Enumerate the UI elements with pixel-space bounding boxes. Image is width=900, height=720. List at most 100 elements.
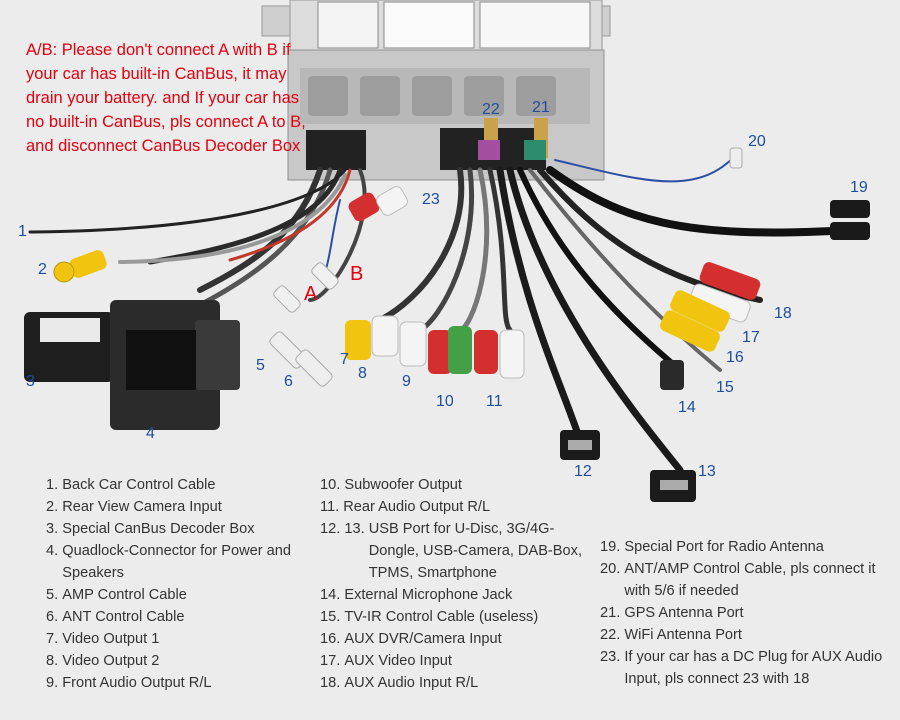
legend-number: 2. <box>46 499 63 515</box>
legend-item: 17. AUX Video Input <box>320 650 590 672</box>
legend-number: 5. <box>46 587 63 603</box>
legend-text: Subwoofer Output <box>344 477 462 493</box>
legend-item: 9. Front Audio Output R/L <box>46 672 306 694</box>
legend-text: Special Port for Radio Antenna <box>624 539 824 555</box>
legend-number: 4. <box>46 543 63 559</box>
legend-number: 10. <box>320 477 345 493</box>
legend-text: AUX Audio Input R/L <box>344 675 479 691</box>
legend-item: 2. Rear View Camera Input <box>46 496 306 518</box>
legend-item: 4. Quadlock-Connector for Power and Spea… <box>46 540 306 584</box>
callout-17: 17 <box>742 329 760 346</box>
legend-number: 3. <box>46 521 63 537</box>
legend-item: 6. ANT Control Cable <box>46 606 306 628</box>
legend-number: 15. <box>320 609 345 625</box>
legend-item: 8. Video Output 2 <box>46 650 306 672</box>
legend-text: Quadlock-Connector for Power and Speaker… <box>62 543 291 581</box>
callout-11: 11 <box>486 393 503 410</box>
callout-23: 23 <box>422 191 440 208</box>
legend-item: 22. WiFi Antenna Port <box>600 624 896 646</box>
amp-ant-control-plugs <box>269 147 743 387</box>
legend-item: 1. Back Car Control Cable <box>46 474 306 496</box>
canbus-decoder-box <box>24 312 114 382</box>
legend-number: 16. <box>320 631 345 647</box>
callout-13: 13 <box>698 463 716 480</box>
legend-item: 12. 13. USB Port for U-Disc, 3G/4G-Dongl… <box>320 518 590 584</box>
microphone-jack <box>660 360 684 390</box>
rca-dc-audio-23 <box>348 186 408 222</box>
callout-2: 2 <box>38 261 47 278</box>
legend-text: Rear Audio Output R/L <box>343 499 491 515</box>
callout-5: 5 <box>256 357 265 374</box>
callout-22: 22 <box>482 101 500 118</box>
legend-number: 20. <box>600 561 625 577</box>
radio-antenna-plug <box>830 200 870 240</box>
callout-20: 20 <box>748 133 766 150</box>
ab-labels: A B <box>304 263 363 305</box>
legend-item: 21. GPS Antenna Port <box>600 602 896 624</box>
callout-15: 15 <box>716 379 734 396</box>
callout-18: 18 <box>774 305 792 322</box>
legend-text: ANT Control Cable <box>62 609 185 625</box>
legend-number: 22. <box>600 627 625 643</box>
legend-item: 11. Rear Audio Output R/L <box>320 496 590 518</box>
legend-item: 23. If your car has a DC Plug for AUX Au… <box>600 646 896 690</box>
legend-number: 12. 13. <box>320 521 369 537</box>
legend-item: 18. AUX Audio Input R/L <box>320 672 590 694</box>
legend-text: If your car has a DC Plug for AUX Audio … <box>624 649 883 687</box>
legend-text: GPS Antenna Port <box>624 605 744 621</box>
callout-8: 8 <box>358 365 367 382</box>
usb-port-12 <box>560 430 600 460</box>
legend-number: 19. <box>600 539 625 555</box>
legend-number: 17. <box>320 653 345 669</box>
legend-text: AUX DVR/Camera Input <box>344 631 502 647</box>
main-connector <box>306 130 366 170</box>
rca-video-audio-outputs <box>345 315 525 379</box>
usb-port-13 <box>650 470 696 502</box>
legend-text: Video Output 1 <box>62 631 160 647</box>
callout-19: 19 <box>850 179 868 196</box>
legend-text: External Microphone Jack <box>344 587 513 603</box>
callout-9: 9 <box>402 373 411 390</box>
legend-item: 20. ANT/AMP Control Cable, pls connect i… <box>600 558 896 602</box>
legend-text: AMP Control Cable <box>62 587 187 603</box>
label-a: A <box>304 283 318 305</box>
legend-number: 21. <box>600 605 625 621</box>
legend-item: 14. External Microphone Jack <box>320 584 590 606</box>
label-b: B <box>350 263 363 285</box>
legend-text: USB Port for U-Disc, 3G/4G-Dongle, USB-C… <box>368 521 582 581</box>
legend-item: 16. AUX DVR/Camera Input <box>320 628 590 650</box>
rca-aux-inputs <box>660 262 761 352</box>
legend-item: 3. Special CanBus Decoder Box <box>46 518 306 540</box>
callout-4: 4 <box>146 425 155 442</box>
callout-14: 14 <box>678 399 696 416</box>
callout-6: 6 <box>284 373 293 390</box>
legend-text: ANT/AMP Control Cable, pls connect it wi… <box>624 561 876 599</box>
rear-camera-rca <box>53 250 107 283</box>
legend-number: 6. <box>46 609 63 625</box>
legend-text: Special CanBus Decoder Box <box>62 521 255 537</box>
callout-10: 10 <box>436 393 454 410</box>
legend-text: AUX Video Input <box>344 653 452 669</box>
product-label <box>317 1 379 49</box>
cable-harness <box>28 149 854 474</box>
legend-number: 23. <box>600 649 625 665</box>
head-unit <box>261 0 611 181</box>
quadlock-connector <box>110 300 240 430</box>
legend-text: Back Car Control Cable <box>62 477 216 493</box>
legend-item: 5. AMP Control Cable <box>46 584 306 606</box>
legend-number: 9. <box>46 675 63 691</box>
callouts: 1 2 3 4 5 6 7 8 9 10 11 12 13 14 15 16 1… <box>18 99 868 480</box>
callout-16: 16 <box>726 349 744 366</box>
legend-item: 19. Special Port for Radio Antenna <box>600 536 896 558</box>
legend-number: 11. <box>320 499 344 515</box>
legend-number: 18. <box>320 675 345 691</box>
legend-number: 1. <box>46 477 63 493</box>
callout-21: 21 <box>532 99 550 116</box>
spec-label <box>479 1 591 49</box>
legend-text: Front Audio Output R/L <box>62 675 212 691</box>
legend-item: 10. Subwoofer Output <box>320 474 590 496</box>
